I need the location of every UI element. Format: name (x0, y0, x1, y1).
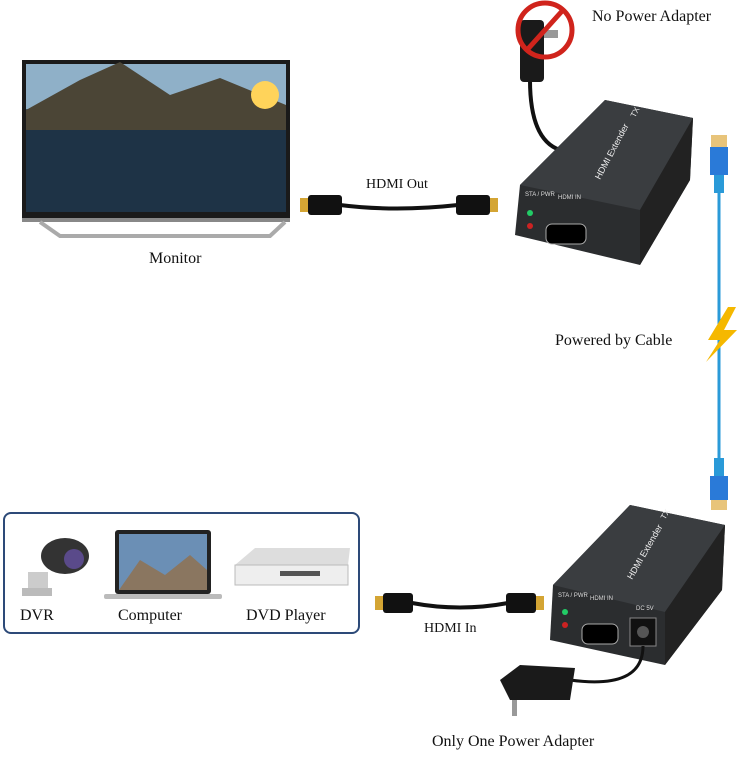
computer-icon (104, 530, 222, 599)
dvd-player-icon (234, 548, 350, 586)
source-label-dvd-player: DVD Player (246, 607, 326, 624)
hdmi-in-label: HDMI In (424, 621, 477, 636)
no-power-adapter-icon (515, 0, 575, 152)
no-power-adapter-label: No Power Adapter (592, 8, 712, 25)
rx-hdmi-label: HDMI IN (590, 596, 613, 602)
powered-by-cable-label: Powered by Cable (555, 332, 673, 349)
tx-status-label: STA / PWR (525, 192, 556, 198)
monitor-label: Monitor (149, 250, 202, 267)
rx-power-label: DC 5V (636, 606, 654, 612)
hdmi-out-cable (300, 195, 498, 215)
power-adapter-icon (500, 645, 645, 716)
only-one-power-adapter-label: Only One Power Adapter (432, 733, 595, 750)
lightning-icon (706, 307, 737, 362)
transmitter-device: STA / PWR HDMI IN HDMI Extender TX (515, 100, 693, 265)
source-devices-panel (3, 512, 360, 634)
tx-hdmi-label: HDMI IN (558, 195, 581, 201)
source-label-dvr: DVR (20, 607, 54, 624)
monitor-image (22, 60, 290, 238)
dvr-camera-icon (22, 538, 89, 596)
hdmi-out-label: HDMI Out (366, 177, 428, 192)
source-label-computer: Computer (118, 607, 182, 624)
rx-status-label: STA / PWR (558, 593, 589, 599)
hdmi-in-cable (375, 593, 544, 613)
receiver-device: STA / PWR HDMI IN DC 5V HDMI Extender TX (550, 505, 725, 665)
